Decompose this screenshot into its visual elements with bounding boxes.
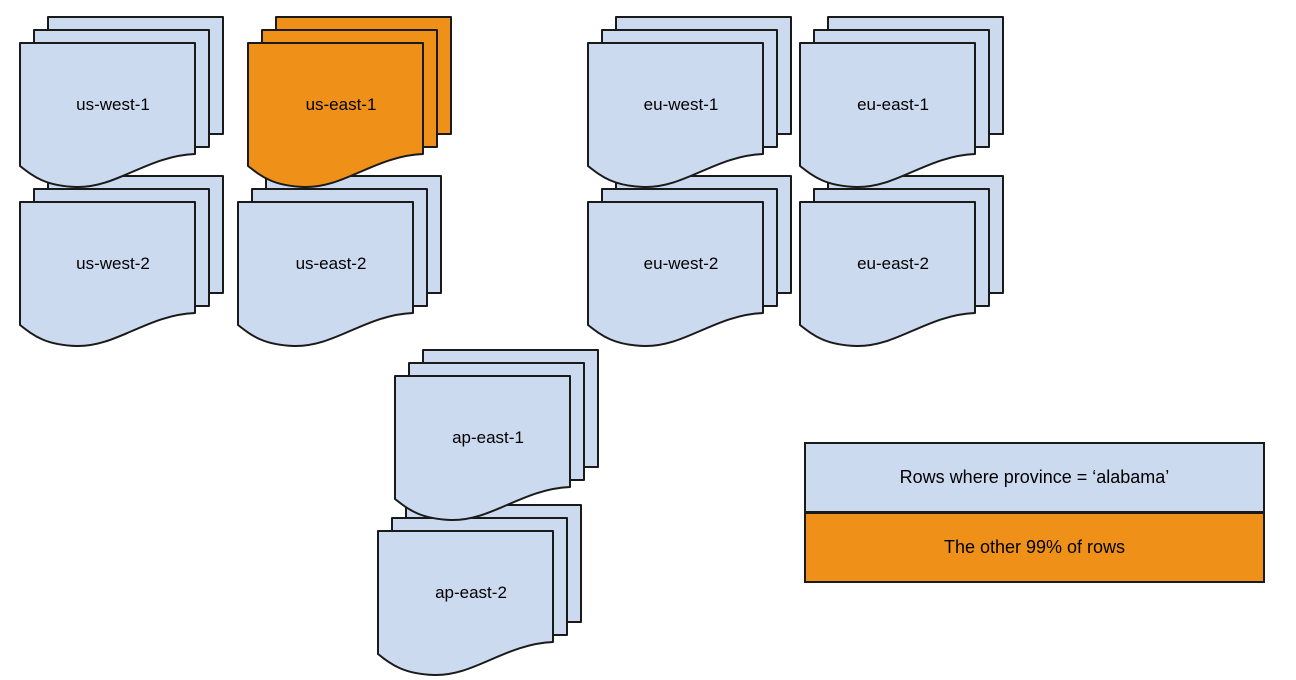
legend-label-orange: The other 99% of rows (943, 537, 1126, 557)
legend: Rows where province = ‘alabama’ The othe… (804, 442, 1265, 583)
document-stack-eu-west-1[interactable]: eu-west-1 (587, 16, 800, 189)
stack-sheet (237, 201, 414, 348)
document-stack-us-east-1[interactable]: us-east-1 (247, 16, 460, 189)
stack-sheet (587, 42, 764, 189)
legend-row-orange: The other 99% of rows (804, 512, 1265, 583)
stack-sheet (799, 201, 976, 348)
legend-row-blue: Rows where province = ‘alabama’ (804, 442, 1265, 513)
document-stack-eu-west-2[interactable]: eu-west-2 (587, 175, 800, 348)
stack-sheet (799, 42, 976, 189)
document-stack-eu-east-1[interactable]: eu-east-1 (799, 16, 1012, 189)
document-stack-us-west-1[interactable]: us-west-1 (19, 16, 232, 189)
document-stack-ap-east-1[interactable]: ap-east-1 (394, 349, 607, 522)
stack-sheet (587, 201, 764, 348)
legend-label-blue: Rows where province = ‘alabama’ (899, 467, 1170, 487)
stack-sheet (394, 375, 571, 522)
document-stack-us-east-2[interactable]: us-east-2 (237, 175, 450, 348)
stack-sheet (377, 530, 554, 677)
document-stack-eu-east-2[interactable]: eu-east-2 (799, 175, 1012, 348)
document-stack-ap-east-2[interactable]: ap-east-2 (377, 504, 590, 677)
stack-sheet (19, 201, 196, 348)
stack-sheet (247, 42, 424, 189)
document-stack-us-west-2[interactable]: us-west-2 (19, 175, 232, 348)
stack-sheet (19, 42, 196, 189)
